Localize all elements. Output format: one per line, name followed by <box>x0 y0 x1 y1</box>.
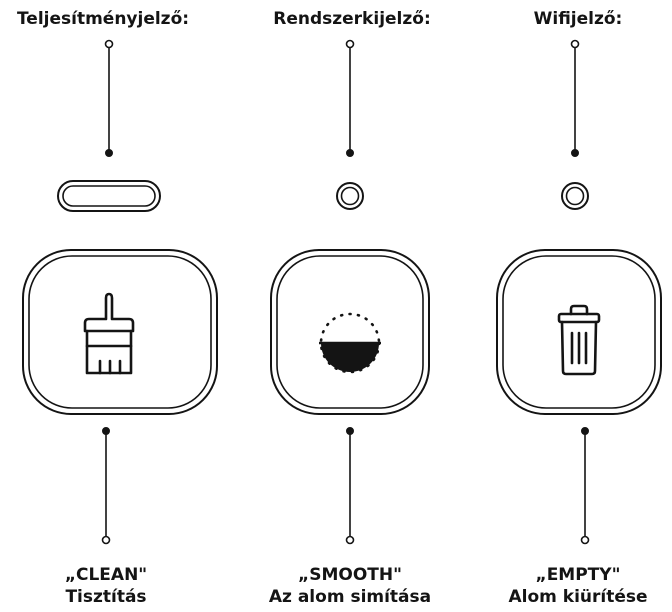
clean-leader-line <box>101 426 111 545</box>
performance-indicator-light <box>57 180 161 212</box>
smooth-code-label: „SMOOTH" <box>298 565 402 585</box>
clean-code-label: „CLEAN" <box>64 565 148 585</box>
wifi-indicator-label: Wifijelző: <box>533 9 623 29</box>
system-leader-line <box>345 39 355 158</box>
empty-leader-line <box>580 426 590 545</box>
empty-description: Alom kiürítése <box>508 587 648 607</box>
system-indicator-light <box>336 182 364 210</box>
wifi-leader-line <box>570 39 580 158</box>
smooth-description: Az alom simítása <box>268 587 432 607</box>
empty-button <box>496 249 662 415</box>
clean-button-caption: „CLEAN" Tisztítás <box>65 564 147 608</box>
empty-button-caption: „EMPTY" Alom kiürítése <box>508 564 647 608</box>
trash-icon <box>557 304 601 376</box>
brush-icon <box>83 292 135 375</box>
system-indicator-label: Rendszerkijelző: <box>273 9 431 29</box>
half-bowl-icon <box>319 312 381 374</box>
wifi-indicator-light <box>561 182 589 210</box>
smooth-button-caption: „SMOOTH" Az alom simítása <box>269 564 431 608</box>
empty-code-label: „EMPTY" <box>535 565 621 585</box>
clean-description: Tisztítás <box>65 587 147 607</box>
performance-leader-line <box>104 39 114 158</box>
smooth-leader-line <box>345 426 355 545</box>
clean-button <box>22 249 218 415</box>
smooth-button <box>270 249 430 415</box>
performance-indicator-label: Teljesítményjelző: <box>16 9 190 29</box>
